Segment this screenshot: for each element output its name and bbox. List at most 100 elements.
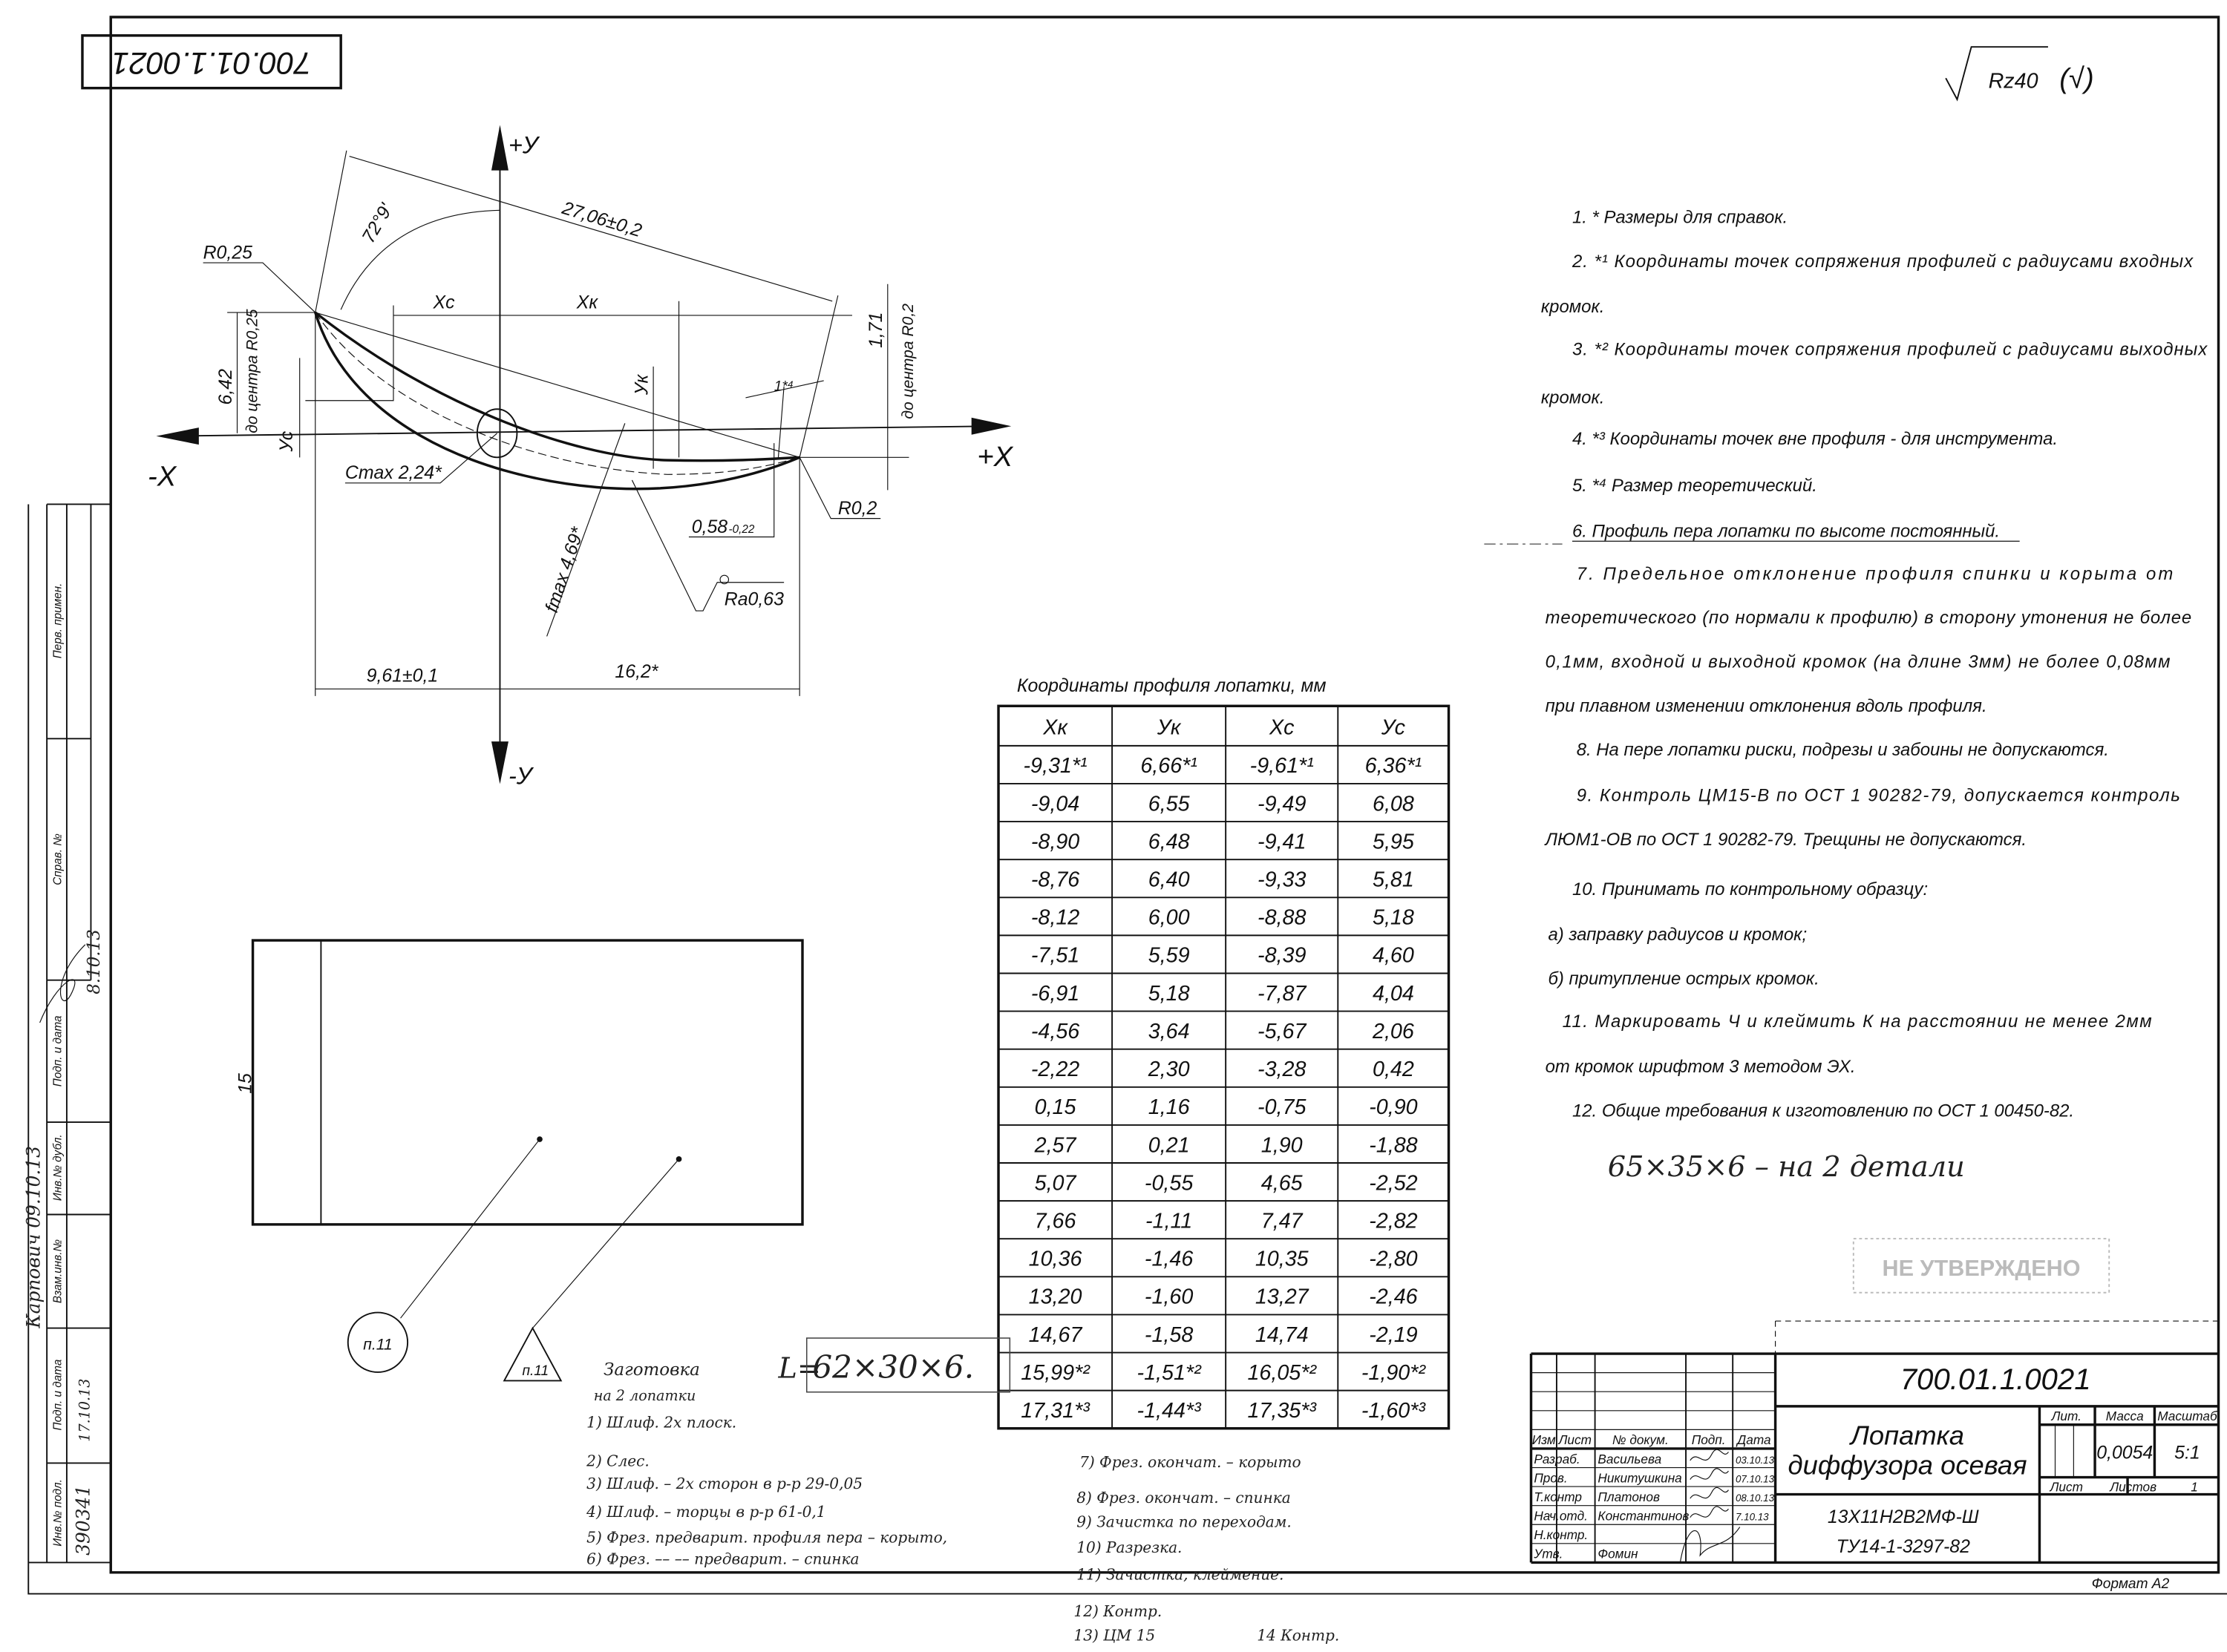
mirrored-designation-box: 700.01.1.0021 [81, 34, 342, 90]
table-cell: -9,41 [1258, 830, 1306, 853]
table-cell: 13,20 [1029, 1285, 1082, 1309]
table-cell: -1,90*² [1361, 1361, 1427, 1385]
operation-step: 9) Зачистка по переходам. [1076, 1513, 1292, 1531]
margin-date-bottom: 17.10.13 [76, 1379, 94, 1442]
tb-name-line2: диффузора осевая [1788, 1450, 2027, 1481]
note-line: ЛЮМ1-ОВ по ОСТ 1 90282-79. Трещины не до… [1544, 830, 2027, 850]
tb-date: 7.10.13 [1736, 1512, 1769, 1523]
workpiece-size-prefix: L= [777, 1352, 820, 1386]
table-cell: 6,55 [1148, 792, 1191, 816]
tb-lit-label: Лит. [2051, 1409, 2082, 1423]
table-cell: 5,18 [1373, 906, 1414, 930]
tb-role: Утв. [1533, 1547, 1563, 1561]
margin-stamp-label: Инв.№ дубл. [51, 1134, 64, 1201]
table-cell: -2,82 [1369, 1209, 1417, 1233]
tb-column-header: Изм [1532, 1432, 1556, 1447]
signature-icon [1690, 1468, 1729, 1480]
table-cell: -2,46 [1369, 1285, 1417, 1309]
table-cell: 15,99*² [1021, 1361, 1090, 1385]
tb-material-line1: 13Х11Н2В2МФ-Ш [1828, 1507, 1979, 1527]
tb-column-header: Подп. [1692, 1432, 1726, 1447]
yc-label: Ус [276, 430, 297, 452]
axis-minus-y: -У [508, 763, 534, 790]
table-cell: 0,15 [1035, 1095, 1077, 1119]
table-cell: 5,81 [1373, 868, 1414, 892]
table-cell: 6,66*¹ [1140, 754, 1197, 778]
tb-date: 03.10.13 [1736, 1455, 1775, 1466]
axis-minus-x: -X [148, 461, 177, 493]
tb-mass: 0,0054 [2096, 1443, 2153, 1463]
operation-step: 7) Фрез. окончат. – корыто [1079, 1453, 1301, 1471]
blank-view: 15 п.11 п.11 [235, 939, 804, 1382]
tb-designation: 700.01.1.0021 [1900, 1363, 2091, 1396]
mirrored-designation: 700.01.1.0021 [112, 46, 312, 81]
margin-stamp-label: Инв.№ подл. [51, 1479, 64, 1547]
workpiece-sub: на 2 лопатки [594, 1387, 696, 1404]
table-cell: -2,22 [1031, 1058, 1079, 1081]
tb-date: 08.10.13 [1736, 1492, 1775, 1504]
tb-column-header: Дата [1736, 1432, 1770, 1447]
tb-role: Н.контр. [1534, 1527, 1588, 1542]
table-cell: 7,47 [1261, 1209, 1304, 1233]
table-cell: 5,18 [1148, 982, 1190, 1006]
tb-person-name: Никитушкина [1598, 1470, 1681, 1485]
note-line: 4. *³ Координаты точек вне профиля - для… [1572, 429, 2058, 449]
table-cell: -9,04 [1031, 792, 1079, 816]
table-cell: -1,88 [1369, 1133, 1417, 1157]
table-cell: -1,46 [1145, 1248, 1193, 1271]
table-cell: -8,76 [1031, 868, 1079, 892]
plus-y-arrow-icon [491, 125, 508, 171]
margin-stamp-label: Подп. и дата [51, 1360, 64, 1431]
margin-stamp-label: Подп. и дата [51, 1015, 64, 1086]
table-cell: 6,00 [1148, 906, 1190, 930]
dim-642-label: 6,42 [215, 369, 236, 405]
note-line: 9. Контроль ЦМ15-В по ОСТ 1 90282-79, до… [1577, 786, 2180, 806]
axis-plus-x: +X [977, 441, 1013, 473]
dim-171-label: 1,71 [866, 312, 886, 348]
tb-material-line2: ТУ14-1-3297-82 [1837, 1536, 1970, 1557]
table-cell: -4,56 [1031, 1020, 1079, 1043]
blade-profile-view: +У -У -X +X R0,25 72°9' 27,06±0,2 Xc Xк … [148, 125, 1014, 790]
operation-step: 12) Контр. [1073, 1602, 1162, 1620]
table-cell: -1,51*² [1137, 1361, 1203, 1385]
workpiece-size: 62×30×6. [812, 1349, 974, 1386]
note-line: 3. *² Координаты точек сопряжения профил… [1572, 339, 2208, 359]
blade-mean-line [315, 312, 800, 475]
tb-signature-row: Н.контр. [1534, 1527, 1588, 1542]
roughness-suffix: (√) [2059, 63, 2093, 95]
callout-triangle-label: п.11 [522, 1363, 549, 1379]
tb-scale: 5:1 [2174, 1443, 2200, 1463]
signature-icon [1679, 1527, 1741, 1563]
table-cell: -9,31*¹ [1024, 754, 1088, 778]
table-cell: -7,51 [1031, 944, 1079, 968]
margin-stamp-label: Перв. примен. [51, 583, 64, 659]
title-block: 700.01.1.0021 Лопатка диффузора осевая Л… [1529, 1320, 2219, 1592]
signature-icon [1690, 1449, 1729, 1461]
tb-sheet-label: Лист [2050, 1480, 2083, 1495]
table-cell: 3,64 [1148, 1020, 1190, 1043]
stamp-text: НЕ УТВЕРЖДЕНО [1882, 1256, 2080, 1281]
table-cell: -3,28 [1258, 1058, 1306, 1081]
operation-step: 13) ЦМ 15 [1073, 1627, 1155, 1645]
xc-label: Xc [433, 292, 456, 312]
ra-label: Ra0,63 [725, 589, 784, 609]
table-cell: 7,66 [1035, 1209, 1076, 1233]
table-cell: 10,35 [1255, 1248, 1309, 1271]
tail-label: 0,58 [692, 517, 728, 537]
table-cell: 2,30 [1148, 1058, 1190, 1081]
tb-name-line1: Лопатка [1849, 1420, 1964, 1451]
note-line: кромок. [1541, 297, 1604, 317]
